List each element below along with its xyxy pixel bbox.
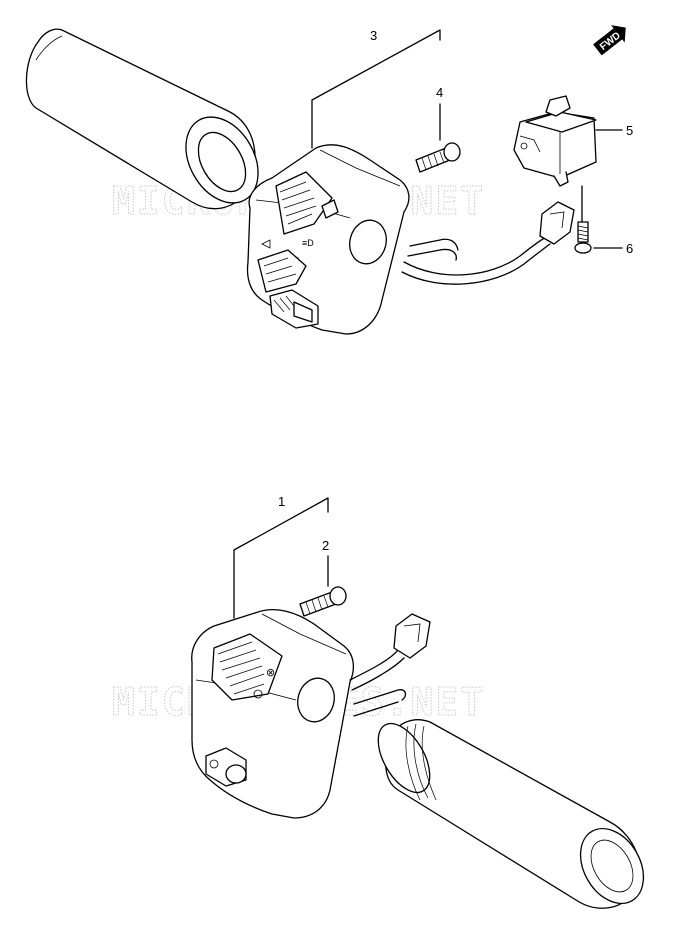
callout-4: 4 (436, 85, 443, 100)
leader-3 (311, 29, 441, 149)
callout-1: 1 (278, 494, 285, 509)
top-wire-harness (401, 201, 575, 285)
callout-2: 2 (322, 538, 329, 553)
svg-text:≡D: ≡D (302, 238, 314, 248)
left-switch-housing: ≡D (246, 144, 410, 335)
left-handlebar-grip (25, 28, 259, 210)
leader-1 (233, 497, 329, 619)
screw-2 (299, 586, 347, 617)
callout-3: 3 (370, 28, 377, 43)
fwd-arrow-icon: FWD (593, 25, 626, 56)
screw-4 (415, 142, 461, 173)
throttle-grip (377, 719, 645, 909)
screw-6 (574, 221, 592, 254)
callout-5: 5 (626, 123, 633, 138)
relay-5 (513, 95, 597, 187)
svg-text:⊗: ⊗ (266, 666, 275, 679)
callout-6: 6 (626, 241, 633, 256)
right-switch-housing: ⊗ (191, 609, 355, 819)
bottom-wire-harness (349, 613, 431, 717)
